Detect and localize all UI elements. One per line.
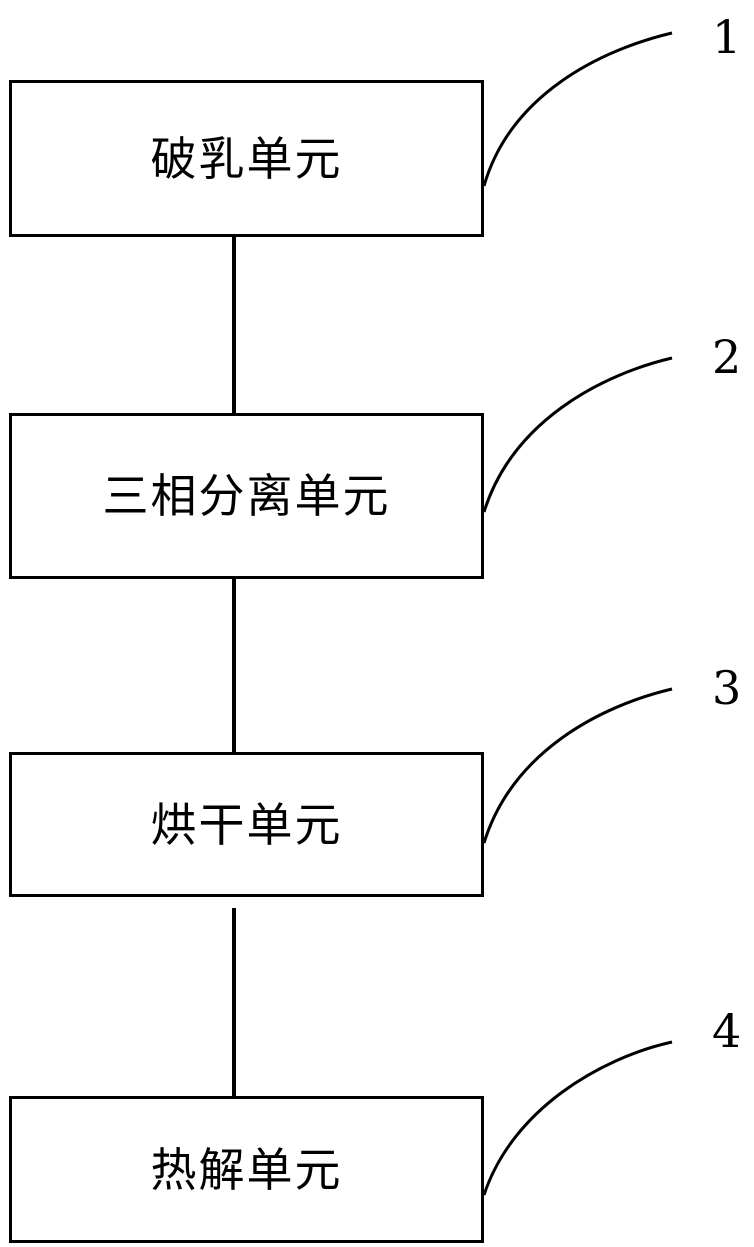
leader-line-3 [482, 687, 673, 844]
unit-box-three-phase-separation: 三相分离单元 [9, 413, 484, 579]
leader-line-1 [482, 31, 673, 187]
unit-label: 烘干单元 [150, 797, 343, 852]
unit-label: 三相分离单元 [102, 469, 391, 523]
reference-number: 3 [712, 661, 742, 715]
unit-box-demulsification: 破乳单元 [9, 80, 484, 237]
unit-label: 破乳单元 [150, 131, 343, 186]
leader-line-2 [482, 356, 673, 513]
reference-number: 1 [712, 10, 742, 64]
reference-number: 2 [712, 330, 742, 384]
unit-box-drying: 烘干单元 [9, 752, 484, 897]
unit-label: 热解单元 [150, 1142, 343, 1197]
reference-number: 4 [712, 1004, 742, 1058]
unit-box-pyrolysis: 热解单元 [9, 1096, 484, 1243]
leader-line-4 [482, 1040, 673, 1196]
